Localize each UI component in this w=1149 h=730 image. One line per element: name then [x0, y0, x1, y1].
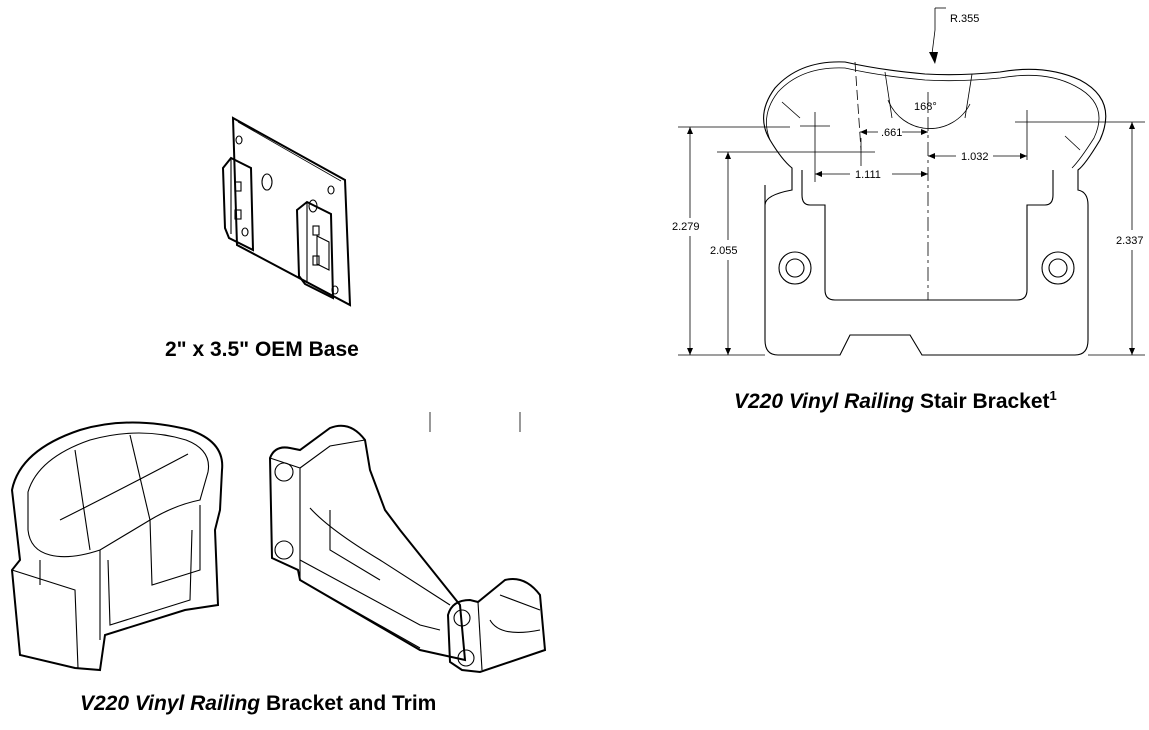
base-tab-left	[221, 156, 255, 252]
bracket-hole-left	[778, 251, 812, 285]
bracket-piece	[268, 424, 547, 674]
stair-bracket-drawing: R.355 168° .661 1.111 1.032 2.279 2.055 …	[672, 7, 1145, 356]
dim-2337-line	[1040, 121, 1145, 356]
bracket-trim-caption: V220 Vinyl Railing Bracket and Trim	[80, 692, 436, 716]
dim-1111: 1.111	[855, 169, 881, 181]
bracket-trim-caption-italic: V220 Vinyl Railing	[80, 692, 261, 715]
dim-2279-line	[678, 126, 790, 356]
angle-leader-right	[964, 73, 973, 119]
dim-angle: 168°	[914, 101, 937, 113]
bracket-hole-right-inner	[1048, 258, 1068, 278]
bracket-inner-profile	[766, 67, 1100, 169]
trim-piece	[10, 421, 224, 672]
stair-bracket-caption-italic: V220 Vinyl Railing	[734, 390, 915, 413]
radius-leader	[931, 8, 936, 55]
radius-arrow	[929, 52, 938, 64]
bracket-hole-right	[1041, 251, 1075, 285]
crosshair-right	[1015, 110, 1040, 134]
dim-661-arrows	[860, 129, 928, 135]
stair-bracket-caption: V220 Vinyl Railing Stair Bracket1	[734, 388, 1057, 414]
dim-1032: 1.032	[961, 151, 989, 163]
base-caption: 2" x 3.5" OEM Base	[165, 338, 359, 361]
angle-arc	[887, 99, 971, 129]
dim-2055-line	[717, 151, 848, 355]
dim-radius: R.355	[950, 13, 979, 25]
bracket-trim-caption-rest: Bracket and Trim	[260, 692, 437, 715]
dim-2279: 2.279	[672, 221, 700, 233]
dim-2055: 2.055	[710, 245, 738, 257]
stair-bracket-footnote: 1	[1049, 388, 1057, 403]
radius-leader-b	[781, 101, 801, 119]
bracket-channel	[801, 170, 1054, 301]
oem-base-drawing	[221, 116, 352, 307]
crosshair-left	[800, 112, 830, 140]
base-tab-right	[295, 199, 335, 300]
dim-661: .661	[881, 127, 902, 139]
dim-2337: 2.337	[1116, 235, 1144, 247]
radius-leader-a	[854, 61, 862, 151]
radius-leader-c	[1064, 135, 1081, 151]
bracket-hole-left-inner	[785, 258, 805, 278]
stair-bracket-caption-rest: Stair Bracket	[914, 390, 1050, 413]
crosshair-center	[848, 138, 875, 166]
bracket-trim-drawing	[10, 412, 547, 674]
angle-leader-left	[884, 71, 893, 119]
tick-marks	[429, 412, 521, 432]
